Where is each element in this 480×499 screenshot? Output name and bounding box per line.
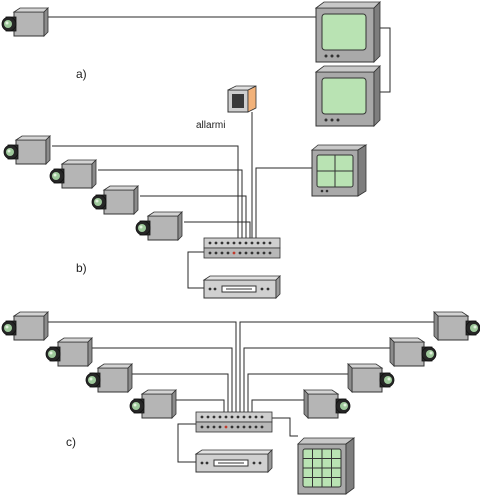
section-c-label: c) [66,435,76,449]
camera-icon [49,159,97,189]
camera-icon [3,135,51,165]
camera-icon [389,337,437,367]
monitor-icon [315,1,381,63]
wire-c-left1 [48,321,237,412]
alarm-label: allarmi [196,120,225,131]
wire-a-monitor-loop [378,27,391,93]
section-c: c) [1,311,480,495]
section-a: a) [1,1,391,127]
multiplexer-icon [203,237,281,259]
wire-b-vcr [187,251,208,289]
camera-icon [91,185,139,215]
camera-icon [135,211,183,241]
section-b-label: b) [76,261,87,275]
alarm-sensor-icon [227,85,257,113]
section-a-label: a) [76,67,87,81]
video-recorder-icon [195,449,273,473]
camera-icon [1,311,49,341]
wire-c-monitor [272,417,298,437]
wire-b-cam2 [98,169,243,238]
wire-c-left3 [132,373,229,412]
wire-c-right4 [251,399,304,412]
camera-icon [433,311,480,341]
section-b: allarmi b) [3,85,367,299]
camera-icon [129,389,177,419]
wire-c-right1 [239,321,434,412]
camera-icon [45,337,93,367]
camera-icon [1,7,49,37]
wire-c-right2 [243,347,390,412]
wire-c-vcr [177,423,196,463]
camera-icon [347,363,395,393]
wire-c-left4 [176,399,225,412]
grid-monitor-icon [297,437,355,495]
monitor-icon [315,65,381,127]
wire-b-cam3 [140,195,247,238]
quad-monitor-icon [311,144,367,197]
wire-b-monitor [255,167,314,238]
camera-icon [85,363,133,393]
wire-b-cam1 [52,145,239,238]
wire-c-right3 [247,373,348,412]
multiplexer-icon [195,411,273,433]
wire-b-cam4 [184,221,251,238]
wire-c-left2 [92,347,233,412]
camera-icon [303,389,351,419]
video-recorder-icon [203,275,281,299]
